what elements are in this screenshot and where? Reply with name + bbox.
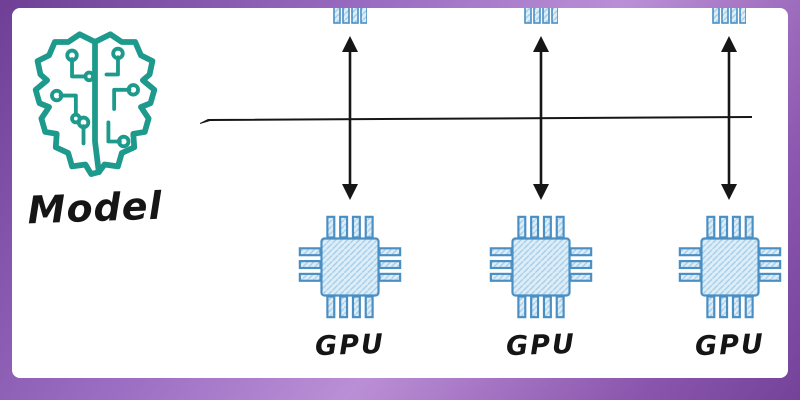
- brain-circuit-icon: [32, 31, 158, 177]
- arrow-up-down-icon: [342, 36, 358, 200]
- chip-icon: [298, 215, 402, 319]
- chip-icon: [489, 215, 593, 319]
- gpu-label: GPU: [505, 328, 577, 363]
- diagram-canvas: Model: [12, 8, 788, 378]
- gpu-label: GPU: [694, 328, 766, 363]
- arrow-up-down-icon: [721, 36, 737, 200]
- chip-icon: [678, 215, 782, 319]
- cropped-chip-pins-icon: [333, 8, 367, 24]
- gpu-label: GPU: [314, 328, 386, 363]
- model-label: Model: [26, 183, 164, 233]
- cropped-chip-pins-icon: [524, 8, 558, 24]
- cropped-chip-pins-icon: [712, 8, 746, 24]
- bus-line: [200, 116, 752, 124]
- arrow-up-down-icon: [533, 36, 549, 200]
